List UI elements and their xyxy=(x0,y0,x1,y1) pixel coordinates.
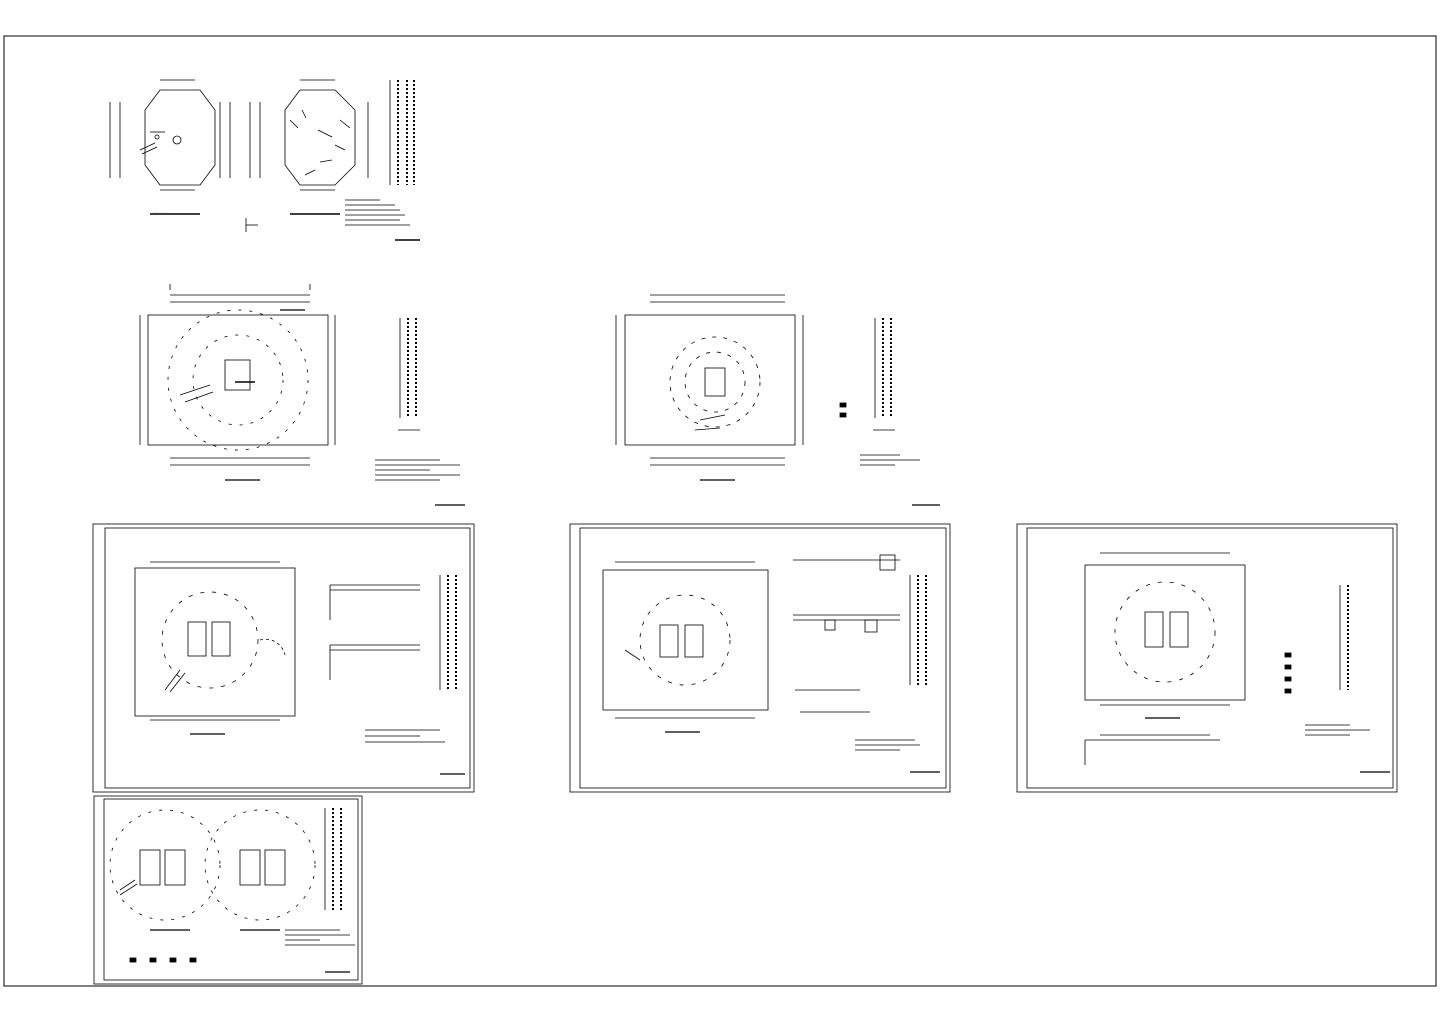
round-plan-right xyxy=(249,79,369,215)
sheet-roof-plans[interactable]: . . . . . . . . . xyxy=(109,79,420,241)
sheet-plan-with-sections-3[interactable] xyxy=(1016,523,1398,793)
plan-title-left: . . . . . . . . . xyxy=(150,210,166,214)
sheet-frame-inner-6 xyxy=(1026,527,1394,789)
sheet-plan-with-sections-2[interactable] xyxy=(569,523,951,793)
sheet-frame-outer-4 xyxy=(92,523,475,793)
sheet-frame-outer-5 xyxy=(569,523,951,793)
legend-table-1 xyxy=(389,80,415,185)
sheet-plan-with-sections-1[interactable] xyxy=(92,523,475,793)
round-plan-left: . . . . . . . . . xyxy=(109,79,231,215)
sheet-frame-inner-4 xyxy=(104,527,471,789)
sheet-level-plan-a[interactable] xyxy=(139,284,336,481)
legend-table-2 xyxy=(375,318,465,506)
sheet-frame-inner-5 xyxy=(579,527,947,789)
sheet-twin-plans[interactable] xyxy=(93,795,363,985)
legend-table-3 xyxy=(839,318,940,506)
sheet-frame-inner-7 xyxy=(103,798,359,981)
notes-block-1 xyxy=(245,199,420,241)
sheet-frame-outer-6 xyxy=(1016,523,1398,793)
grid-box-b xyxy=(624,314,796,446)
sheet-frame-outer-7 xyxy=(93,795,363,985)
outer-drawing-border xyxy=(3,35,1437,987)
grid-box-a xyxy=(147,314,329,446)
sheet-level-plan-b[interactable] xyxy=(615,294,804,481)
